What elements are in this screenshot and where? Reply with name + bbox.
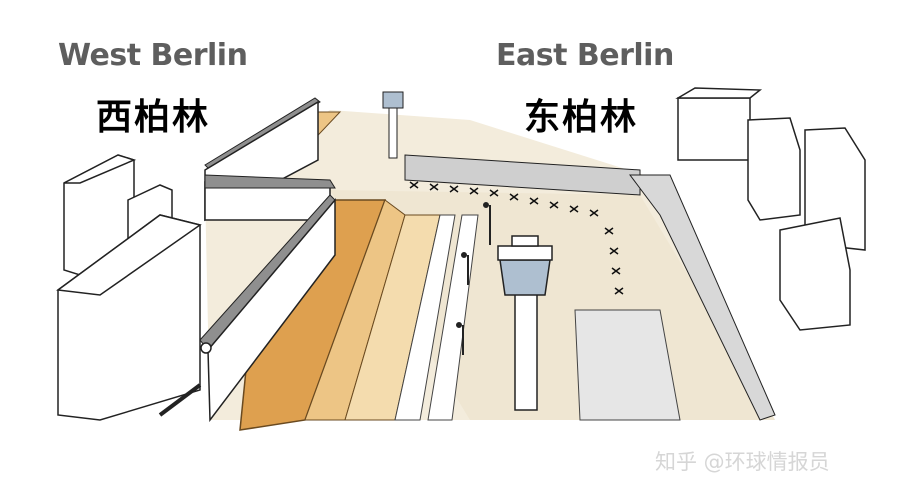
- outer-wall: [199, 97, 336, 423]
- west-berlin-label-en: West Berlin: [58, 38, 248, 73]
- west-ground-marks: [158, 383, 202, 417]
- barrier-grid: [574, 309, 681, 421]
- west-berlin-label-zh: 西柏林: [96, 97, 211, 138]
- east-berlin-label-en: East Berlin: [496, 38, 674, 73]
- patrol-road-2: [427, 214, 479, 421]
- watchtower-far: [382, 91, 404, 159]
- watchtower-main: [497, 235, 553, 411]
- west-buildings: [56, 154, 202, 421]
- east-berlin-label-zh: 东柏林: [524, 97, 639, 138]
- lamp-posts: [456, 202, 491, 355]
- tank-traps: [409, 181, 624, 295]
- patrol-road: [394, 214, 456, 421]
- east-buildings: [675, 87, 866, 331]
- watermark: 知乎 @环球情报员: [655, 450, 830, 474]
- inner-fence: [404, 154, 776, 421]
